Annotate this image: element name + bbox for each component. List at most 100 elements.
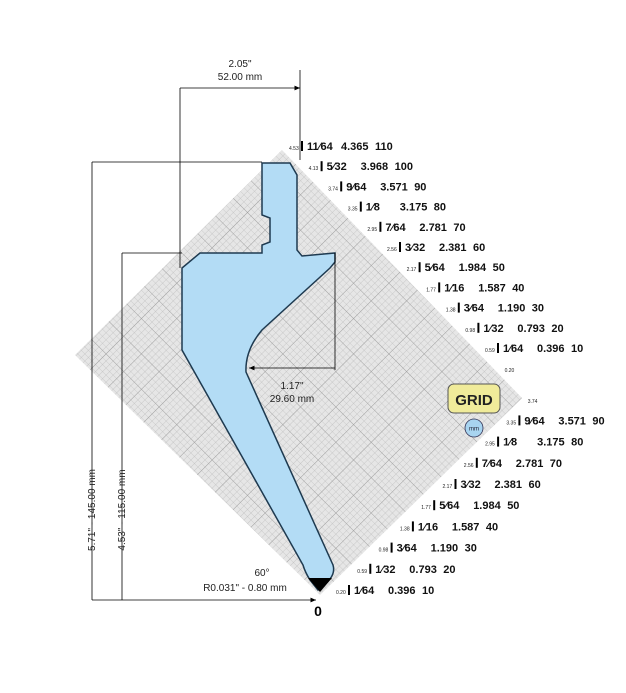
punch-profile [181,162,336,592]
scale-fraction: 11⁄64 [307,141,334,153]
scale-mm: 80 [434,202,446,214]
scale-fraction: 9⁄64 [346,181,367,193]
shoulder-height: 4.53" - 115.00 mm [117,469,128,550]
scale-decimal: 3.175 [400,202,428,214]
scale-fraction: 1⁄64 [503,343,524,355]
grid-toggle-button[interactable]: GRID [447,383,501,414]
scale-small-inch: 3.74 [528,399,538,405]
inner-width-inch: 1.17" [280,381,303,392]
scale-origin: 0 [314,603,322,619]
scale-fraction: 1⁄16 [444,282,464,294]
unit-button-label: mm [469,427,479,433]
scale-decimal: 2.781 [419,222,447,234]
scale-fraction: 1⁄16 [418,521,438,533]
scale-mm: 50 [493,262,505,274]
scale-fraction: 3⁄32 [461,479,481,491]
scale-fraction: 3⁄32 [405,242,425,254]
scale-decimal: 3.571 [558,415,586,427]
scale-small-inch: 0.98 [379,548,389,554]
scale-fraction: 1⁄8 [503,437,517,449]
opening-scales: 4.53 11⁄64 4.365 110 4.13 5⁄32 3.968 100 3.74 9⁄6… [289,141,605,597]
scale-small-inch: 3.35 [506,420,516,426]
scale-decimal: 1.984 [473,500,501,512]
scale-small-inch: 1.77 [421,505,431,511]
tip-radius: R0.031" - 0.80 mm [203,583,287,594]
scale-small-inch: 2.17 [443,484,453,490]
scale-mm: 40 [512,282,524,294]
scale-mm: 50 [507,500,519,512]
scale-mm: 110 [375,141,393,153]
scale-mm: 60 [529,479,541,491]
scale-decimal: 2.381 [439,242,467,254]
scale-mm: 20 [443,564,455,576]
scale-fraction: 7⁄64 [482,458,503,470]
scale-decimal: 1.587 [452,521,480,533]
scale-decimal: 0.396 [537,343,565,355]
scale-decimal: 3.175 [537,437,565,449]
scale-decimal: 0.793 [409,564,437,576]
scale-mm: 70 [453,222,465,234]
scale-small-inch: 0.59 [485,348,495,354]
tip-angle: 60° [254,568,269,579]
scale-fraction: 3⁄64 [464,303,485,315]
unit-toggle-button[interactable]: mm [464,418,484,438]
scale-decimal: 3.968 [361,161,389,173]
scale-small-inch: 2.56 [387,247,397,253]
scale-decimal: 0.793 [517,323,545,335]
scale-small-inch: 4.13 [309,166,319,172]
scale-fraction: 5⁄64 [425,262,446,274]
scale-fraction: 5⁄32 [327,161,347,173]
scale-decimal: 1.984 [459,262,487,274]
scale-decimal: 4.365 [341,141,369,153]
scale-mm: 90 [414,181,426,193]
scale-small-inch: 3.35 [348,207,358,213]
scale-small-inch: 1.77 [426,287,436,293]
scale-small-inch: 2.17 [407,267,417,273]
scale-small-inch: 0.20 [505,368,515,374]
scale-small-inch: 2.56 [464,463,474,469]
scale-mm: 30 [532,303,544,315]
scale-small-inch: 2.95 [367,227,377,233]
scale-small-inch: 4.53 [289,146,299,152]
scale-decimal: 1.190 [431,543,459,555]
top-width-inch: 2.05" [228,59,251,70]
scale-fraction: 7⁄64 [385,222,406,234]
scale-fraction: 9⁄64 [524,415,545,427]
scale-fraction: 1⁄8 [366,202,380,214]
scale-small-inch: 1.38 [446,308,456,314]
scale-fraction: 1⁄32 [375,564,395,576]
scale-mm: 60 [473,242,485,254]
bend-grid [75,150,522,595]
scale-decimal: 3.571 [380,181,408,193]
scale-mm: 70 [550,458,562,470]
scale-small-inch: 0.20 [336,590,346,596]
scale-decimal: 0.396 [388,585,416,597]
top-width-mm: 52.00 mm [218,72,262,83]
punch-tip [308,578,332,592]
scale-mm: 20 [551,323,563,335]
total-height: 5.71" - 145.00 mm [87,469,98,551]
scale-mm: 30 [465,543,477,555]
dimension-lines [91,70,336,603]
grid-button-label: GRID [455,392,493,409]
scale-mm: 100 [395,161,413,173]
scale-fraction: 1⁄32 [483,323,503,335]
scale-small-inch: 0.98 [465,328,475,334]
scale-mm: 10 [571,343,583,355]
scale-mm: 90 [592,415,604,427]
scale-small-inch: 0.59 [357,569,367,575]
scale-fraction: 1⁄64 [354,585,375,597]
inner-width-mm: 29.60 mm [270,394,314,405]
scale-decimal: 1.587 [478,282,506,294]
scale-decimal: 2.381 [495,479,523,491]
scale-mm: 80 [571,437,583,449]
scale-fraction: 5⁄64 [439,500,460,512]
scale-mm: 40 [486,521,498,533]
scale-small-inch: 1.38 [400,526,410,532]
scale-mm: 10 [422,585,434,597]
scale-small-inch: 2.95 [485,442,495,448]
scale-small-inch: 3.74 [328,186,338,192]
scale-fraction: 3⁄64 [397,543,418,555]
scale-decimal: 1.190 [498,303,526,315]
